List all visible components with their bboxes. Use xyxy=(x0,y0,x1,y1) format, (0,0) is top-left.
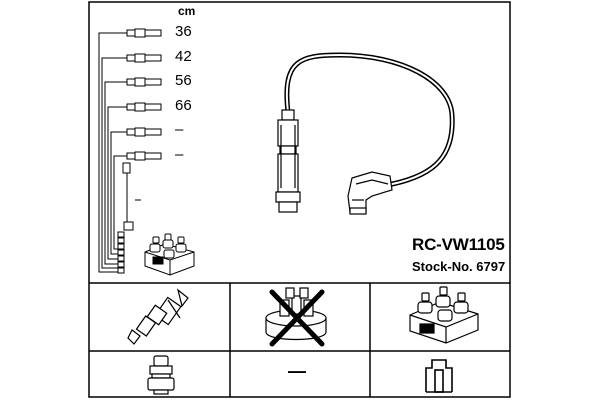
lead-length-2: 42 xyxy=(175,48,192,65)
ignition-coil-icon xyxy=(409,286,479,344)
plug-boot-straight xyxy=(275,109,301,213)
lead-length-3: 56 xyxy=(175,72,192,89)
coil-terminal-icon xyxy=(425,359,453,393)
connector-56 xyxy=(126,77,162,87)
plug-connector-icon xyxy=(147,355,175,395)
plug-boot-angled xyxy=(347,171,393,215)
ignition-lead-illustration xyxy=(275,52,455,215)
connector-66 xyxy=(126,102,162,112)
spark-plug-icon xyxy=(127,288,189,345)
connector-36 xyxy=(126,28,162,38)
lead-length-1: 36 xyxy=(175,23,192,40)
coil-pack-small-icon xyxy=(144,233,195,276)
unit-label: cm xyxy=(178,4,196,18)
connector-42 xyxy=(126,53,162,63)
connector-coil-lead xyxy=(122,162,134,231)
lead-length-6: – xyxy=(175,146,184,163)
lead-length-4: 66 xyxy=(175,97,192,114)
distributor-cap-na-symbol: — xyxy=(288,361,306,381)
lead-tree xyxy=(98,32,128,273)
product-model: RC-VW1105 xyxy=(412,235,505,254)
lead-length-5: – xyxy=(175,121,184,138)
lead-connectors xyxy=(117,28,162,274)
distributor-cap-not-applicable-icon xyxy=(265,287,327,347)
connector-6 xyxy=(126,151,162,161)
stock-number: Stock-No. 6797 xyxy=(412,259,506,274)
frame xyxy=(88,1,511,398)
tree-terminals xyxy=(117,231,125,274)
connector-5 xyxy=(126,127,162,137)
